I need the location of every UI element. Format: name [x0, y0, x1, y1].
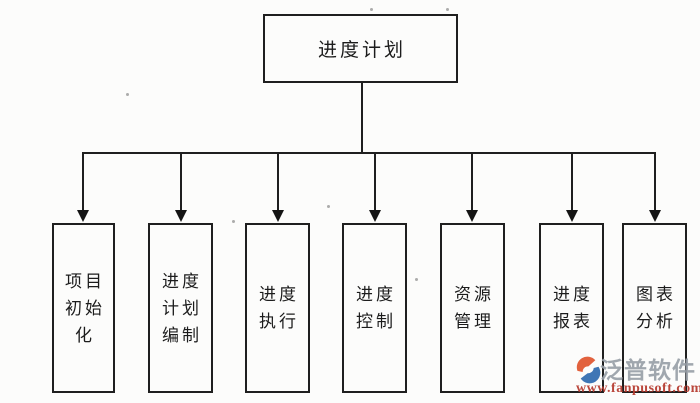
- node-label-line: 执行: [259, 312, 299, 331]
- node-label-line: 控制: [356, 312, 396, 331]
- node-label-line: 进度: [162, 271, 202, 291]
- arrowhead-down-icon: [272, 210, 284, 222]
- node-label-line: 报表: [553, 312, 593, 331]
- connector-horizontal-bus: [83, 152, 655, 154]
- node-progress-control: 进度 控制: [342, 223, 407, 393]
- connector-drop-1: [82, 152, 84, 212]
- scan-speck: [370, 8, 373, 11]
- node-progress-plan: 进度计划: [263, 14, 458, 83]
- node-label-line: 编制: [162, 325, 202, 345]
- connector-drop-5: [471, 152, 473, 212]
- node-label-line: 化: [75, 325, 95, 345]
- connector-drop-2: [180, 152, 182, 212]
- node-progress-execution: 进度 执行: [245, 223, 310, 393]
- arrowhead-down-icon: [77, 210, 89, 222]
- arrowhead-down-icon: [369, 210, 381, 222]
- node-label-line: 初始: [65, 298, 105, 318]
- connector-drop-3: [277, 152, 279, 212]
- node-resource-management: 资源 管理: [440, 223, 505, 393]
- scan-speck: [327, 205, 330, 208]
- node-label-line: 进度: [356, 285, 396, 304]
- node-label-line: 计划: [162, 298, 202, 318]
- connector-drop-7: [654, 152, 656, 212]
- node-label-line: 进度: [553, 285, 593, 304]
- node-project-initialization: 项目 初始 化: [52, 223, 115, 393]
- node-label-line: 管理: [454, 312, 494, 331]
- scan-speck: [446, 8, 449, 11]
- connector-drop-4: [374, 152, 376, 212]
- fanpu-logo-icon: [576, 356, 601, 384]
- watermark-url-text: www.fanpusoft.com: [576, 381, 700, 396]
- watermark: 泛普软件 www.fanpusoft.com: [574, 352, 700, 400]
- node-label-line: 分析: [636, 312, 676, 331]
- node-label-line: 图表: [636, 285, 676, 304]
- scan-speck: [126, 93, 129, 96]
- scan-speck: [232, 220, 235, 223]
- connector-root-stub: [361, 83, 363, 153]
- node-label-line: 进度: [259, 285, 299, 304]
- arrowhead-down-icon: [175, 210, 187, 222]
- connector-drop-6: [571, 152, 573, 212]
- node-chart-analysis: 图表 分析: [622, 223, 687, 393]
- arrowhead-down-icon: [566, 210, 578, 222]
- node-progress-report: 进度 报表: [539, 223, 604, 393]
- node-plan-compilation: 进度 计划 编制: [148, 223, 213, 393]
- arrowhead-down-icon: [466, 210, 478, 222]
- node-progress-plan-label: 进度计划: [317, 40, 406, 61]
- node-label-line: 资源: [454, 285, 494, 304]
- scan-speck: [415, 278, 418, 281]
- node-label-line: 项目: [65, 271, 105, 291]
- arrowhead-down-icon: [649, 210, 661, 222]
- watermark-brand-text: 泛普软件: [600, 358, 696, 383]
